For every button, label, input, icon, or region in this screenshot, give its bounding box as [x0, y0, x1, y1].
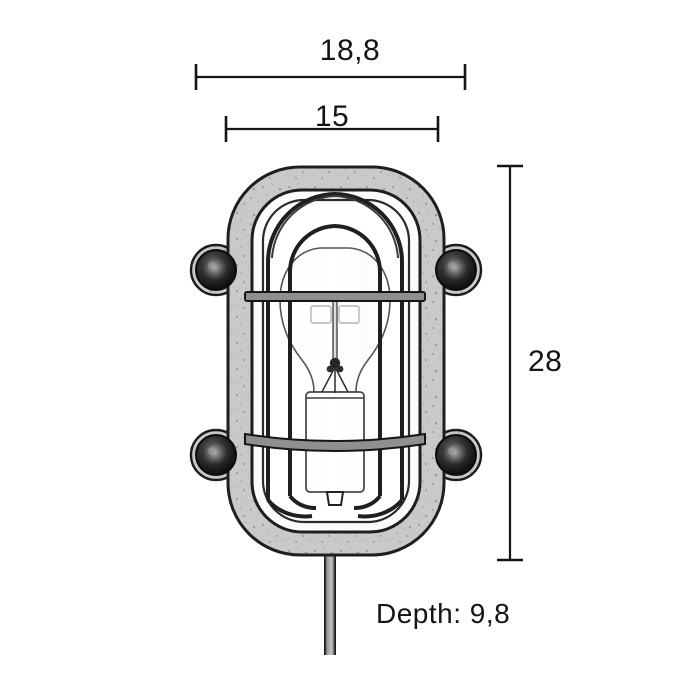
dimension-label-width-inner: 15: [314, 100, 350, 133]
cage-band-upper: [244, 291, 426, 302]
dimension-width-inner: [224, 116, 440, 142]
dimension-label-height: 28: [528, 345, 563, 378]
dimension-width-outer: [194, 64, 467, 90]
bolt-top-right: [435, 249, 477, 291]
dimension-label-depth: Depth: 9,8: [376, 598, 511, 629]
cage-band-lower: [244, 432, 426, 452]
power-cord: [323, 545, 337, 655]
bolt-bottom-right: [435, 434, 477, 476]
cage-ribs: [266, 192, 404, 519]
dimension-label-width-outer: 18,8: [319, 34, 381, 67]
bolt-bottom-left: [195, 434, 237, 476]
bolt-top-left: [195, 249, 237, 291]
dimension-height: [497, 164, 523, 562]
